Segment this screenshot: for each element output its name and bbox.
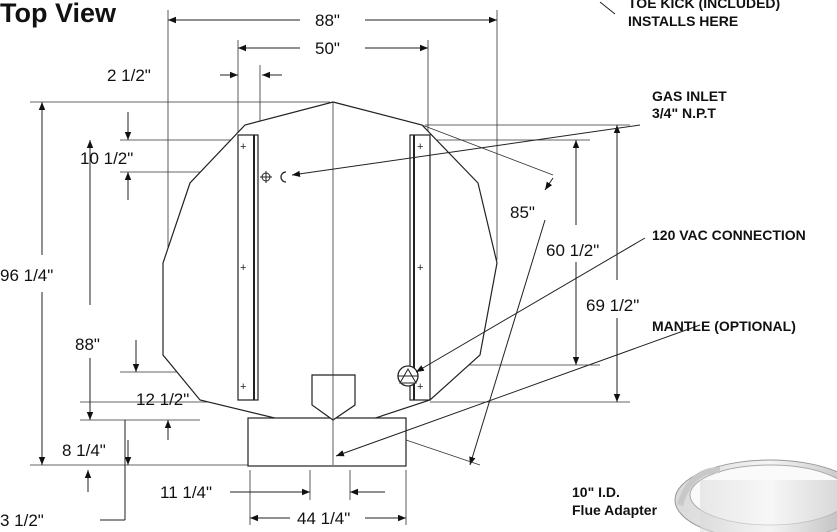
svg-text:+: + [240,141,246,153]
left-rail: + + + [237,134,259,401]
view-title: Top View [0,0,117,28]
gas-inlet-icon [260,171,287,183]
flue-label-2: Flue Adapter [572,502,658,518]
dim-88-left: 88" [75,335,100,354]
dim-50: 50" [315,39,340,58]
dimension-lines [38,16,621,522]
vac-connection-icon [397,365,419,387]
right-rail: + + + [409,134,431,401]
svg-text:+: + [417,262,423,274]
dim-12-1-2: 12 1/2" [136,390,189,409]
svg-text:+: + [417,141,423,153]
callout-labels: TOE KICK (INCLUDED) INSTALLS HERE GAS IN… [572,0,806,518]
dim-10-1-2: 10 1/2" [80,149,133,168]
svg-text:+: + [240,262,246,274]
extension-lines [30,10,630,525]
flue-adapter-image [674,459,837,532]
dim-44-1-4: 44 1/4" [297,509,350,528]
vac-connection-label: 120 VAC CONNECTION [652,227,806,243]
toe-kick-label-1: TOE KICK (INCLUDED) [628,0,780,11]
dimension-labels: 88" 50" 2 1/2" 10 1/2" 85" 60 1/2" 96 1/… [0,11,639,530]
dim-85: 85" [510,203,535,222]
dim-88-top: 88" [315,11,340,30]
dim-60-1-2: 60 1/2" [546,241,599,260]
front-panel [311,374,356,421]
flue-label-1: 10" I.D. [572,484,620,500]
gas-inlet-label-1: GAS INLET [652,88,727,104]
dim-3-1-2: 3 1/2" [0,511,44,530]
dim-8-1-4: 8 1/4" [62,441,106,460]
toe-kick-base [247,417,407,467]
svg-text:+: + [240,381,246,393]
dim-69-1-2: 69 1/2" [586,296,639,315]
gas-inlet-label-2: 3/4" N.P.T [652,105,716,121]
dim-11-1-4: 11 1/4" [160,483,212,502]
mantle-label: MANTLE (OPTIONAL) [652,318,796,334]
dim-2-1-2: 2 1/2" [107,66,151,85]
toe-kick-label-2: INSTALLS HERE [628,13,738,29]
dim-96-1-4: 96 1/4" [0,266,53,285]
leader-lines [291,1,701,457]
svg-text:+: + [417,381,423,393]
